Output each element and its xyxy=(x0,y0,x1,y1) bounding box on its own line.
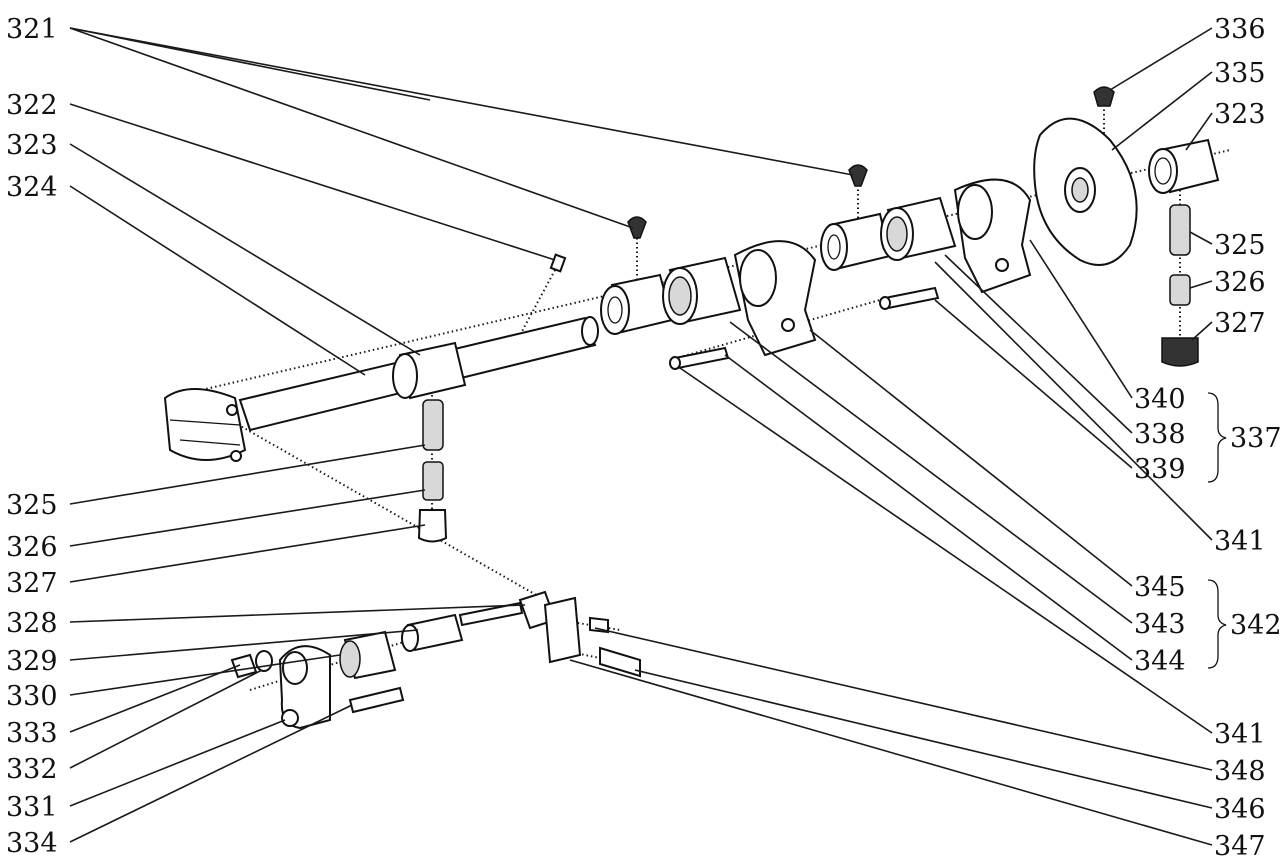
label-327-right: 327 xyxy=(1214,308,1266,339)
left-labels: 321 322 323 324 325 326 327 328 329 330 … xyxy=(6,14,58,859)
needle-bearing-left xyxy=(662,256,742,325)
needle-bearing-right-338 xyxy=(880,196,957,261)
label-326-left: 326 xyxy=(6,532,58,563)
label-347: 347 xyxy=(1214,831,1266,861)
label-326-right: 326 xyxy=(1214,267,1266,298)
label-337: 337 xyxy=(1230,423,1282,454)
label-346: 346 xyxy=(1214,794,1266,825)
group-brackets: 337 342 xyxy=(1207,392,1282,669)
collar-323-right xyxy=(1148,138,1220,194)
screw-321-left xyxy=(627,216,647,239)
leader-lines xyxy=(69,27,1213,846)
brace-337 xyxy=(1207,392,1227,483)
label-343: 343 xyxy=(1134,609,1186,640)
label-345: 345 xyxy=(1134,572,1186,603)
label-338: 338 xyxy=(1134,419,1186,450)
label-321: 321 xyxy=(6,14,58,45)
brace-342 xyxy=(1207,579,1227,669)
label-330: 330 xyxy=(6,681,58,712)
crank-lever-right-340 xyxy=(953,178,1032,294)
spring-stack-right xyxy=(1161,204,1199,367)
label-323-right: 323 xyxy=(1214,99,1266,130)
label-327-left: 327 xyxy=(6,568,58,599)
label-334: 334 xyxy=(6,828,58,859)
crank-lever-left-345 xyxy=(733,240,817,357)
label-324: 324 xyxy=(6,172,58,203)
label-339: 339 xyxy=(1134,454,1186,485)
label-323-left: 323 xyxy=(6,130,58,161)
label-340: 340 xyxy=(1134,384,1186,415)
label-322: 322 xyxy=(6,90,58,121)
label-325-right: 325 xyxy=(1214,230,1266,261)
pin-339 xyxy=(879,286,940,310)
label-348: 348 xyxy=(1214,756,1266,787)
plate-and-screws xyxy=(543,596,641,678)
bushing-left xyxy=(600,273,674,335)
label-331: 331 xyxy=(6,792,58,823)
label-325-left: 325 xyxy=(6,490,58,521)
label-329: 329 xyxy=(6,646,58,677)
spring-stack-left xyxy=(417,399,448,543)
screw-336 xyxy=(1093,86,1115,107)
label-333: 333 xyxy=(6,718,58,749)
label-335: 335 xyxy=(1214,58,1266,89)
label-344: 344 xyxy=(1134,646,1186,677)
screw-321-right xyxy=(848,164,868,187)
label-342: 342 xyxy=(1230,610,1282,641)
shaft-collar-323 xyxy=(392,341,467,400)
label-336: 336 xyxy=(1214,14,1266,45)
label-341-upper: 341 xyxy=(1214,526,1266,557)
right-labels: 336 335 323 325 326 327 340 338 339 341 … xyxy=(1134,14,1266,861)
main-shaft-324 xyxy=(163,316,599,462)
set-screw-322 xyxy=(549,253,567,273)
lower-lever-assembly xyxy=(230,613,464,730)
bushing-right xyxy=(820,212,892,271)
label-332: 332 xyxy=(6,754,58,785)
label-328: 328 xyxy=(6,608,58,639)
pin-343-344 xyxy=(669,346,730,370)
cam-disc-335 xyxy=(1033,117,1138,266)
label-341-lower: 341 xyxy=(1214,719,1266,750)
link-block-328 xyxy=(458,590,557,630)
